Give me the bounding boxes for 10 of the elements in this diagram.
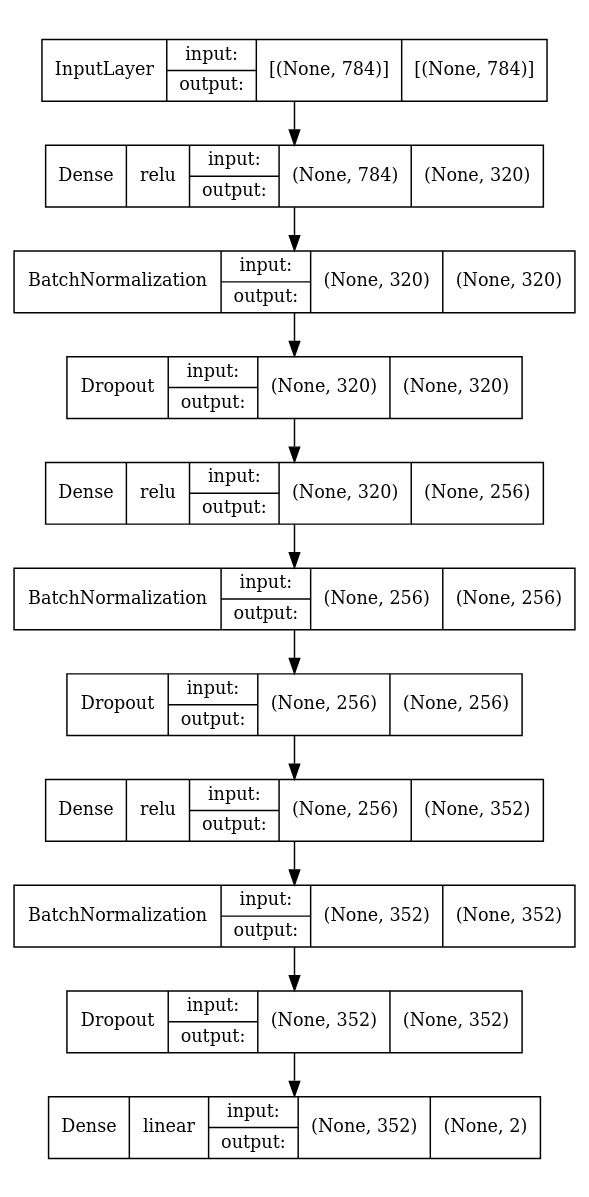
arrow — [288, 1051, 301, 1098]
arrow — [288, 523, 301, 570]
arrow — [288, 206, 301, 253]
arrow — [288, 311, 301, 358]
arrow — [288, 946, 301, 993]
arrow — [288, 417, 301, 464]
arrow — [288, 100, 301, 147]
arrow — [288, 840, 301, 887]
arrow — [288, 734, 301, 781]
arrow — [288, 628, 301, 675]
